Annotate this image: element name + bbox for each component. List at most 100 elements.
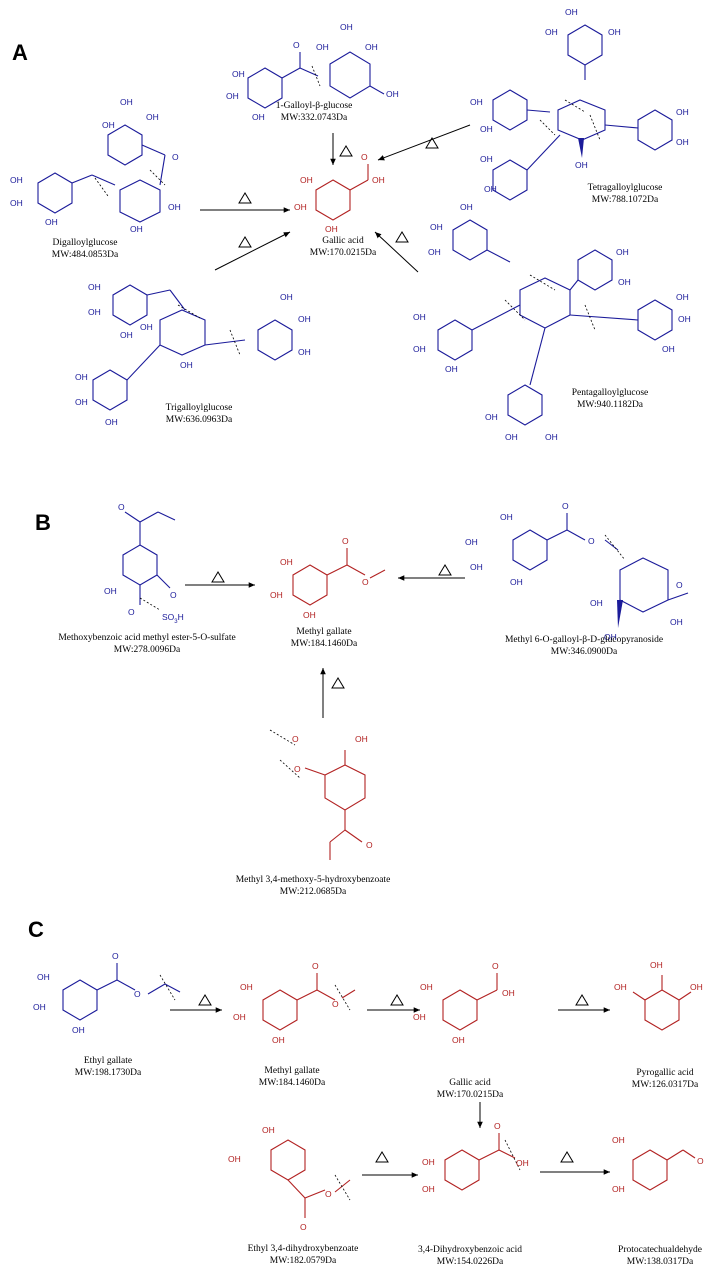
delta-symbol [425,137,439,149]
delta-symbol [198,994,212,1006]
atom-label: OH [650,960,663,970]
atom-label: O [342,536,349,546]
atom-label: OH [616,247,629,257]
atom-label: O [361,152,368,162]
atom-label: OH [386,89,399,99]
atom-label: OH [130,224,143,234]
structure-digalloylglucose: OH OH OH OH OH OH OH OH O [10,97,181,234]
atom-label: OH [612,1135,625,1145]
atom-label: O [172,152,179,162]
atom-label: OH [88,307,101,317]
atom-label: OH [618,277,631,287]
atom-label: OH [590,598,603,608]
structure-gallic-acid-a: OH OH OH O OH [294,152,385,234]
atom-label: OH [45,217,58,227]
atom-label: OH [428,247,441,257]
atom-label: O [312,961,319,971]
atom-label: OH [413,344,426,354]
atom-label: OH [690,982,703,992]
mw-dihydroxybenzoic-acid: MW:154.0226Da [437,1257,504,1267]
atom-label: O [294,764,301,774]
name-methyl-gallate-b: Methyl gallate [296,627,351,637]
name-ethyl-dihydroxybenzoate: Ethyl 3,4-dihydroxybenzoate [248,1244,359,1254]
atom-label: OH [37,972,50,982]
atom-label: OH [670,617,683,627]
mw-pentagalloylglucose: MW:940.1182Da [577,400,644,410]
sulfate-label: SO3H [162,612,184,625]
atom-label: OH [228,1154,241,1164]
mw-gallic-acid-c: MW:170.0215Da [437,1090,504,1100]
mw-trigalloylglucose: MW:636.0963Da [166,415,233,425]
atom-label: OH [510,577,523,587]
atom-label: O [134,989,141,999]
atom-label: OH [270,590,283,600]
atom-label: O [562,501,569,511]
delta-symbol [375,1151,389,1163]
atom-label: OH [484,184,497,194]
structure-methyl-methoxy-hydroxybenzoate: O OH O O [269,729,373,860]
delta-symbol [390,994,404,1006]
atom-label: OH [105,417,118,427]
name-methoxybenzoic-sulfate: Methoxybenzoic acid methyl ester-5-O-sul… [58,632,235,643]
atom-label: OH [180,360,193,370]
atom-label: O [325,1189,332,1199]
atom-label: OH [452,1035,465,1045]
atom-label: O [588,536,595,546]
atom-label: OH [88,282,101,292]
panel-label-c: C [28,917,44,942]
mw-protocatechualdehyde: MW:138.0317Da [627,1257,694,1267]
structure-ethyl-gallate: OH OH OH O O [33,951,181,1035]
panel-label-b: B [35,510,51,535]
atom-label: OH [252,112,265,122]
delta-symbol [575,994,589,1006]
structure-methoxybenzoic-sulfate: OH O O O SO3H [104,502,184,625]
atom-label: OH [575,160,588,170]
name-dihydroxybenzoic-acid: 3,4-Dihydroxybenzoic acid [418,1245,522,1255]
atom-label: OH [298,347,311,357]
atom-label: OH [676,107,689,117]
atom-label: OH [422,1184,435,1194]
atom-label: O [494,1121,501,1131]
atom-label: OH [465,537,478,547]
atom-label: OH [365,42,378,52]
name-gallic-acid-a: Gallic acid [322,236,364,246]
atom-label: O [293,40,300,50]
atom-label: OH [545,432,558,442]
name-ethyl-gallate: Ethyl gallate [84,1056,132,1066]
atom-label: OH [500,512,513,522]
atom-label: OH [422,1157,435,1167]
atom-label: OH [445,364,458,374]
mw-pyrogallic-acid: MW:126.0317Da [632,1080,699,1090]
atom-label: OH [226,91,239,101]
mw-ethyl-gallate: MW:198.1730Da [75,1068,142,1078]
atom-label: O [697,1156,704,1166]
atom-label: OH [545,27,558,37]
name-digalloylglucose: Digalloylglucose [53,238,118,248]
name-protocatechualdehyde: Protocatechualdehyde [618,1245,702,1255]
atom-label: OH [485,412,498,422]
structure-dihydroxybenzoic-acid: OH OH O OH [422,1121,529,1194]
mw-ethyl-dihydroxybenzoate: MW:182.0579Da [270,1256,337,1266]
atom-label: O [366,840,373,850]
atom-label: OH [120,97,133,107]
atom-label: OH [233,1012,246,1022]
atom-label: O [118,502,125,512]
atom-label: OH [280,292,293,302]
atom-label: OH [413,1012,426,1022]
atom-label: OH [470,97,483,107]
structure-methyl-galloyl-glucopyranoside: OH OH OH OH O O OH OH OH O [465,501,689,642]
name-pyrogallic-acid: Pyrogallic acid [636,1068,693,1078]
atom-label: OH [662,344,675,354]
atom-label: OH [10,175,23,185]
atom-label: OH [300,175,313,185]
atom-label: OH [232,69,245,79]
atom-label: O [300,1222,307,1232]
structure-tetragalloylglucose: OH OH OH OH OH OH OH OH OH OH [470,7,689,201]
delta-symbol [238,192,252,204]
atom-label: OH [505,432,518,442]
atom-label: OH [413,312,426,322]
atom-label: OH [604,632,617,642]
atom-label: OH [240,982,253,992]
structure-trigalloylglucose: OH OH OH OH OH OH OH OH OH OH OH [75,282,311,427]
